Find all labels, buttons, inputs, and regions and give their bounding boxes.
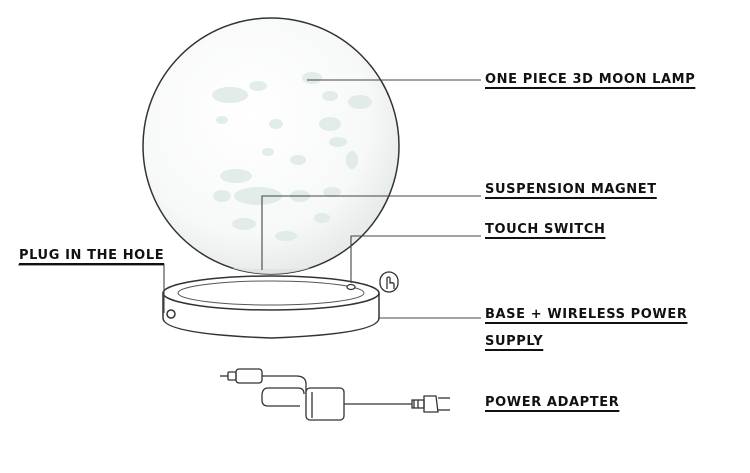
label-power-adapter: POWER ADAPTER [485, 395, 620, 410]
touch-switch-button [346, 283, 356, 291]
leader-plug [18, 264, 165, 313]
power-adapter [220, 368, 450, 421]
leader-touch [350, 235, 481, 283]
label-touch-switch: TOUCH SWITCH [485, 222, 606, 237]
label-suspension-magnet: SUSPENSION MAGNET [485, 182, 657, 197]
lamp-base [162, 275, 380, 339]
label-moon-lamp: ONE PIECE 3D MOON LAMP [485, 72, 696, 87]
plug-hole [166, 309, 176, 319]
touch-finger-icon [379, 271, 399, 293]
moon-sphere [142, 17, 400, 275]
label-plug-hole: PLUG IN THE HOLE [19, 248, 165, 263]
leader-lines [18, 79, 481, 319]
label-base-line2: SUPPLY [485, 334, 544, 349]
label-base-line1: BASE + WIRELESS POWER [485, 307, 688, 322]
leader-magnet [261, 195, 481, 270]
moon-craters [212, 72, 372, 241]
